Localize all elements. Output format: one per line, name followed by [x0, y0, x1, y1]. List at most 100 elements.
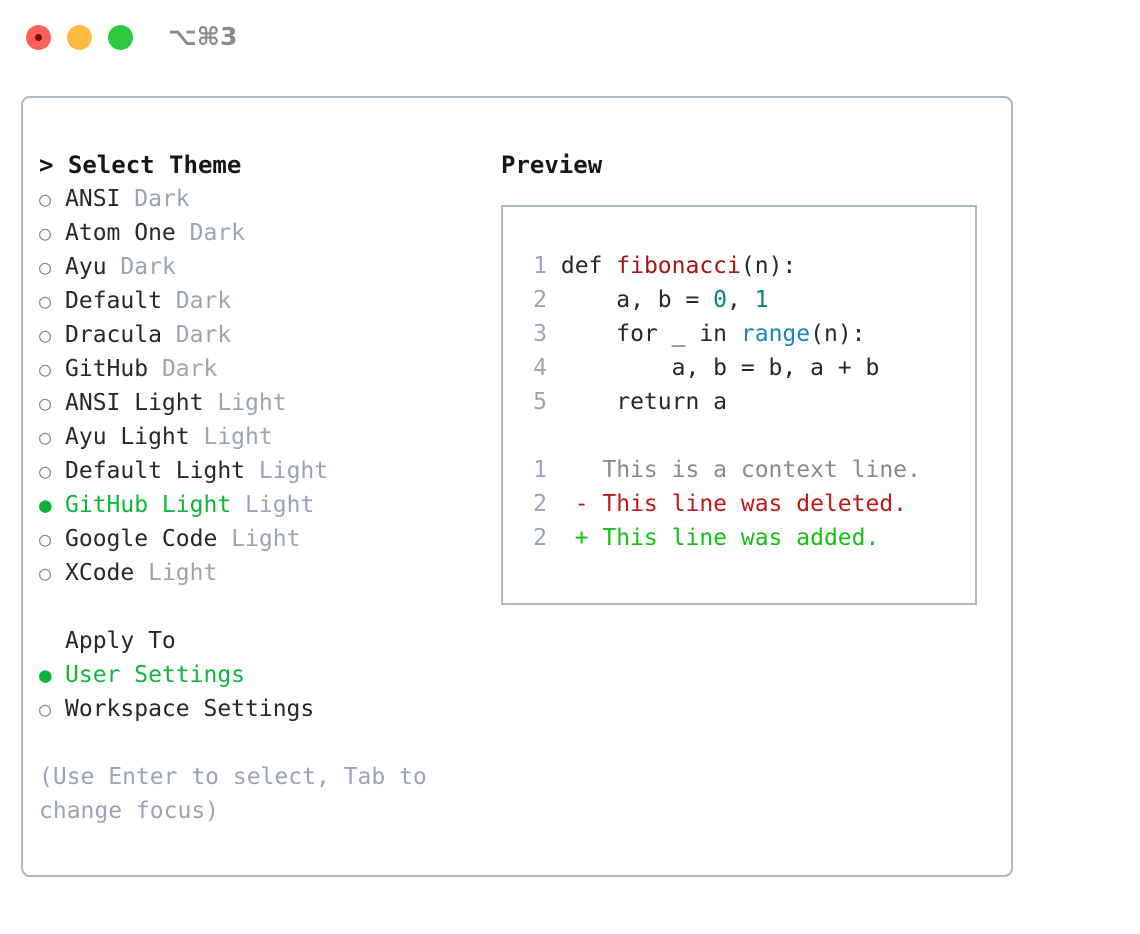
zoom-button-icon[interactable]: [108, 25, 133, 50]
spacer: [162, 318, 176, 352]
theme-list-item[interactable]: ● GitHub Light Light: [39, 488, 489, 522]
code-token-num: 0: [713, 287, 728, 313]
theme-kind-label: Dark: [161, 356, 218, 382]
diff-line: 2 - This line was deleted.: [503, 487, 975, 521]
apply-to-heading: Apply To: [65, 628, 176, 654]
theme-list-item[interactable]: ○Ayu Light Light: [39, 420, 489, 454]
spacer: [176, 216, 190, 250]
code-line: 4 a, b = b, a + b: [503, 351, 975, 385]
theme-list-item[interactable]: ○ Ayu Dark: [39, 250, 489, 284]
select-theme-heading-label: Select Theme: [67, 151, 242, 179]
spacer: [134, 556, 148, 590]
theme-list-item[interactable]: ○XCode Light: [39, 556, 489, 590]
theme-list-item[interactable]: ○Default Dark: [39, 284, 489, 318]
preview-heading: Preview: [501, 151, 603, 179]
theme-list-item[interactable]: ○ GitHub Dark: [39, 352, 489, 386]
theme-list: ○ANSI Dark○Atom One Dark○Ayu Dark○Defaul…: [39, 182, 489, 590]
apply-to-label: Workspace Settings: [65, 696, 315, 722]
code-token-plain: def: [547, 253, 617, 279]
apply-to-item[interactable]: ● User Settings: [39, 658, 489, 692]
radio-unselected-icon: ○: [39, 323, 52, 347]
theme-list-item[interactable]: ○Dracula Dark: [39, 318, 489, 352]
spacer: [231, 488, 245, 522]
code-line-number: 2: [533, 287, 547, 313]
radio-unselected-icon: ○: [39, 697, 52, 721]
apply-to-section: Apply To ● User Settings ○ Workspace Settin…: [39, 624, 489, 726]
code-token-num: 1: [754, 287, 769, 313]
theme-name-label: Default Light: [65, 458, 246, 484]
radio-unselected-icon: ○: [39, 527, 52, 551]
spacer: [217, 522, 231, 556]
theme-name-label: Google Code: [65, 526, 218, 552]
code-token-builtin: range: [740, 321, 811, 347]
theme-kind-label: Light: [231, 526, 301, 552]
diff-line-number: 2: [533, 525, 547, 551]
theme-list-item[interactable]: ○ANSI Dark: [39, 182, 489, 216]
theme-kind-label: Light: [258, 458, 329, 484]
code-line-number: 1: [533, 253, 547, 279]
code-token-plain: a, b =: [547, 287, 714, 313]
main-panel: > Select Theme ○ANSI Dark○Atom One Dark○…: [21, 96, 1013, 877]
diff-line-number: 2: [533, 491, 547, 517]
code-line: 1 def fibonacci(n):: [503, 249, 975, 283]
radio-unselected-icon: ○: [39, 187, 52, 211]
theme-name-label: Ayu: [65, 254, 107, 280]
theme-list-item[interactable]: ○ Google Code Light: [39, 522, 489, 556]
theme-list-item[interactable]: ○ ANSI Light Light: [39, 386, 489, 420]
code-token-plain: ,: [727, 287, 755, 313]
radio-unselected-icon: ○: [39, 221, 52, 245]
prompt-marker-icon: >: [39, 151, 68, 179]
apply-to-list: ● User Settings ○ Workspace Settings: [39, 658, 489, 726]
diff-sample: 1 This is a context line.2 - This line w…: [503, 453, 975, 555]
titlebar: ⌥⌘3: [0, 0, 1140, 78]
radio-selected-icon: ●: [39, 493, 52, 517]
code-token-plain: for _ in: [547, 321, 741, 347]
panel-columns: > Select Theme ○ANSI Dark○Atom One Dark○…: [23, 98, 1011, 875]
select-theme-heading: > Select Theme: [39, 148, 489, 182]
radio-unselected-icon: ○: [39, 289, 52, 313]
radio-unselected-icon: ○: [39, 255, 52, 279]
close-button-icon[interactable]: [26, 25, 51, 50]
apply-to-label: User Settings: [65, 662, 246, 688]
theme-name-label: ANSI Light: [65, 390, 204, 416]
spacer: [148, 352, 162, 386]
apply-to-item[interactable]: ○ Workspace Settings: [39, 692, 489, 726]
theme-name-label: Dracula: [65, 322, 162, 348]
diff-line-text-delete: - This line was deleted.: [547, 491, 908, 517]
code-line: 3 for _ in range(n):: [503, 317, 975, 351]
theme-name-label: GitHub: [65, 356, 149, 382]
radio-unselected-icon: ○: [39, 357, 52, 381]
radio-selected-icon: ●: [39, 663, 52, 687]
theme-list-item[interactable]: ○ Default Light Light: [39, 454, 489, 488]
radio-unselected-icon: ○: [39, 391, 52, 415]
code-line: 2 a, b = 0, 1: [503, 283, 975, 317]
theme-selector-column: > Select Theme ○ANSI Dark○Atom One Dark○…: [39, 148, 489, 828]
keyboard-shortcut-label: ⌥⌘3: [168, 22, 238, 51]
theme-name-label: GitHub Light: [65, 492, 232, 518]
radio-unselected-icon: ○: [39, 425, 52, 449]
code-line: 5 return a: [503, 385, 975, 419]
code-line-number: 5: [533, 389, 547, 415]
minimize-button-icon[interactable]: [67, 25, 92, 50]
spacer: [203, 386, 217, 420]
window-controls: [26, 25, 133, 50]
theme-kind-label: Light: [148, 560, 218, 586]
diff-line: 1 This is a context line.: [503, 453, 975, 487]
code-token-func: fibonacci: [616, 253, 741, 279]
theme-kind-label: Dark: [120, 254, 176, 280]
code-token-plain: (n):: [810, 321, 866, 347]
theme-kind-label: Dark: [189, 220, 246, 246]
theme-list-item[interactable]: ○Atom One Dark: [39, 216, 489, 250]
code-token-plain: (n):: [740, 253, 797, 279]
radio-unselected-icon: ○: [39, 459, 52, 483]
theme-kind-label: Light: [217, 390, 287, 416]
code-line-number: 4: [533, 355, 547, 381]
theme-name-label: XCode: [65, 560, 135, 586]
spacer: [245, 454, 259, 488]
theme-name-label: Ayu Light: [65, 424, 190, 450]
spacer: [107, 250, 121, 284]
theme-kind-label: Light: [245, 492, 315, 518]
